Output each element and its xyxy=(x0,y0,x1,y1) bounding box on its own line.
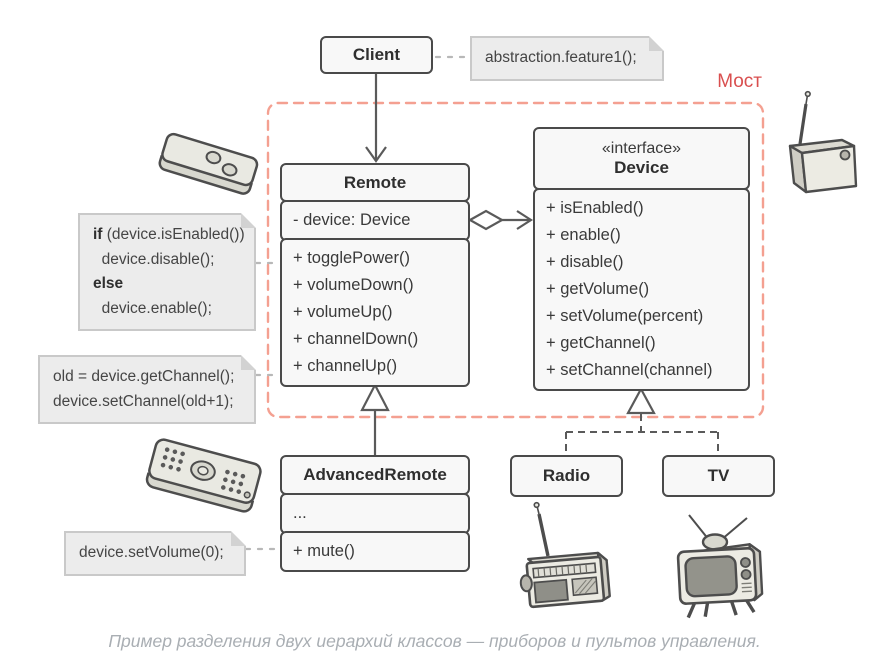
list-line: + getVolume() xyxy=(546,279,650,298)
channel-up-note: old = device.getChannel(); device.setChan… xyxy=(38,355,256,424)
remote-class-attributes: - device: Device xyxy=(280,199,470,241)
radio-class: Radio xyxy=(510,455,623,497)
list-line: + togglePower() xyxy=(293,249,410,267)
list-line: + mute() xyxy=(293,542,355,560)
tv-class-title: TV xyxy=(707,466,730,485)
list-line: abstraction.feature1(); xyxy=(485,49,637,66)
tv-class: TV xyxy=(662,455,775,497)
list-line: + getChannel() xyxy=(546,333,656,352)
mute-note: device.setVolume(0); xyxy=(64,531,246,576)
tv-icon xyxy=(676,514,764,619)
device-interface-title: «interface» Device xyxy=(533,127,750,190)
advanced-remote-icon xyxy=(145,438,262,513)
list-line: + isEnabled() xyxy=(546,198,644,217)
advanced-remote-attributes: ... xyxy=(280,492,470,534)
list-line: + disable() xyxy=(546,252,624,271)
remote-class-title: Remote xyxy=(280,163,470,202)
list-line: + channelUp() xyxy=(293,357,398,375)
list-line: + enable() xyxy=(546,225,621,244)
list-line: + setChannel(channel) xyxy=(546,360,713,379)
remote-class-methods: + togglePower() + volumeDown() + volumeUp(… xyxy=(280,238,470,387)
device-interface: «interface» Device + isEnabled() + enable… xyxy=(533,127,750,391)
client-call-note: abstraction.feature1(); xyxy=(470,36,664,81)
remote-device-arrowhead xyxy=(516,210,534,230)
device-interface-methods: + isEnabled() + enable() + disable() + getV… xyxy=(533,187,750,391)
list-line: + channelDown() xyxy=(293,330,419,348)
inheritance-triangle xyxy=(360,382,390,412)
list-line: + volumeUp() xyxy=(293,303,393,321)
device-stereotype: «interface» xyxy=(601,139,682,157)
list-line: old = device.getChannel(); xyxy=(53,368,235,385)
client-class-title: Client xyxy=(352,45,401,64)
bridge-label: Мост xyxy=(717,71,762,92)
list-line: - device: Device xyxy=(293,210,411,229)
radio-class-title: Radio xyxy=(542,466,591,485)
list-line: + volumeDown() xyxy=(293,276,414,294)
client-class: Client xyxy=(320,36,433,74)
diagram-caption: Пример разделения двух иерархий классов … xyxy=(108,631,761,651)
list-line: device.disable(); xyxy=(93,250,215,268)
list-line: else xyxy=(93,275,124,292)
device-name: Device xyxy=(614,157,669,177)
radio-icon xyxy=(519,501,611,609)
list-line: ... xyxy=(293,503,307,522)
advanced-remote-class: AdvancedRemote ... + mute() xyxy=(280,455,470,572)
list-line: device.setVolume(0); xyxy=(79,544,224,561)
list-line: if (device.isEnabled()) xyxy=(93,226,245,243)
realization-triangle xyxy=(626,386,656,415)
device-box-icon xyxy=(788,90,858,194)
list-line: + setVolume(percent) xyxy=(546,306,704,325)
advanced-remote-methods: + mute() xyxy=(280,531,470,572)
list-line: device.setChannel(old+1); xyxy=(53,392,234,410)
toggle-power-note: if (device.isEnabled()) device.disable()… xyxy=(78,213,256,331)
list-line: device.enable(); xyxy=(93,299,212,317)
client-remote-arrowhead xyxy=(365,146,387,163)
remote-class: Remote - device: Device + togglePower()+… xyxy=(280,163,470,387)
advanced-remote-title: AdvancedRemote xyxy=(280,455,470,495)
simple-remote-icon xyxy=(158,132,259,195)
aggregation-diamond xyxy=(467,209,505,231)
